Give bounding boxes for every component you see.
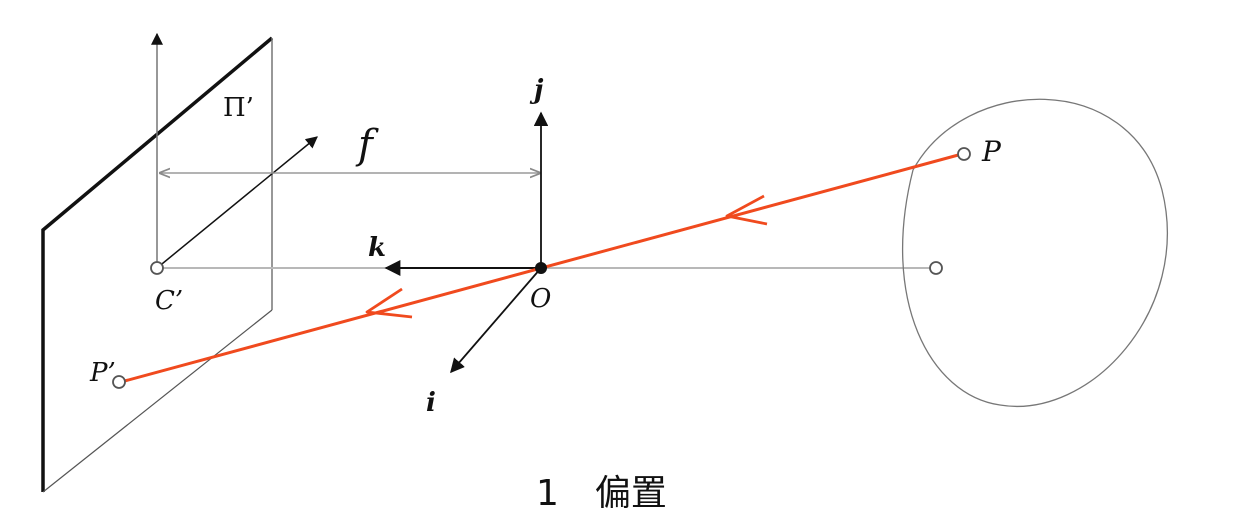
k-label: k [368, 233, 386, 263]
ray-direction-chevron-1 [725, 194, 768, 226]
c-prime-diagonal-axis [156, 136, 318, 269]
object-center-point [929, 261, 943, 275]
pi-prime-label: Π’ [223, 93, 254, 123]
f-label: f [355, 122, 379, 168]
image-plane-edge [41, 36, 274, 492]
c-prime-label: C’ [155, 286, 183, 316]
figure-caption: 1 偏置 [536, 473, 667, 508]
c-prime-point [150, 261, 164, 275]
i-label: i [426, 388, 436, 418]
p-point [957, 147, 971, 161]
j-label: j [529, 75, 544, 105]
ray-direction-chevron-2 [365, 287, 413, 319]
p-prime-point [112, 375, 126, 389]
p-prime-label: P’ [89, 358, 116, 388]
o-label: O [530, 284, 551, 314]
object-ellipse [901, 98, 1168, 407]
p-label: P [981, 135, 1002, 168]
i-axis-arrow [450, 267, 542, 374]
optical-center-point [535, 262, 547, 274]
